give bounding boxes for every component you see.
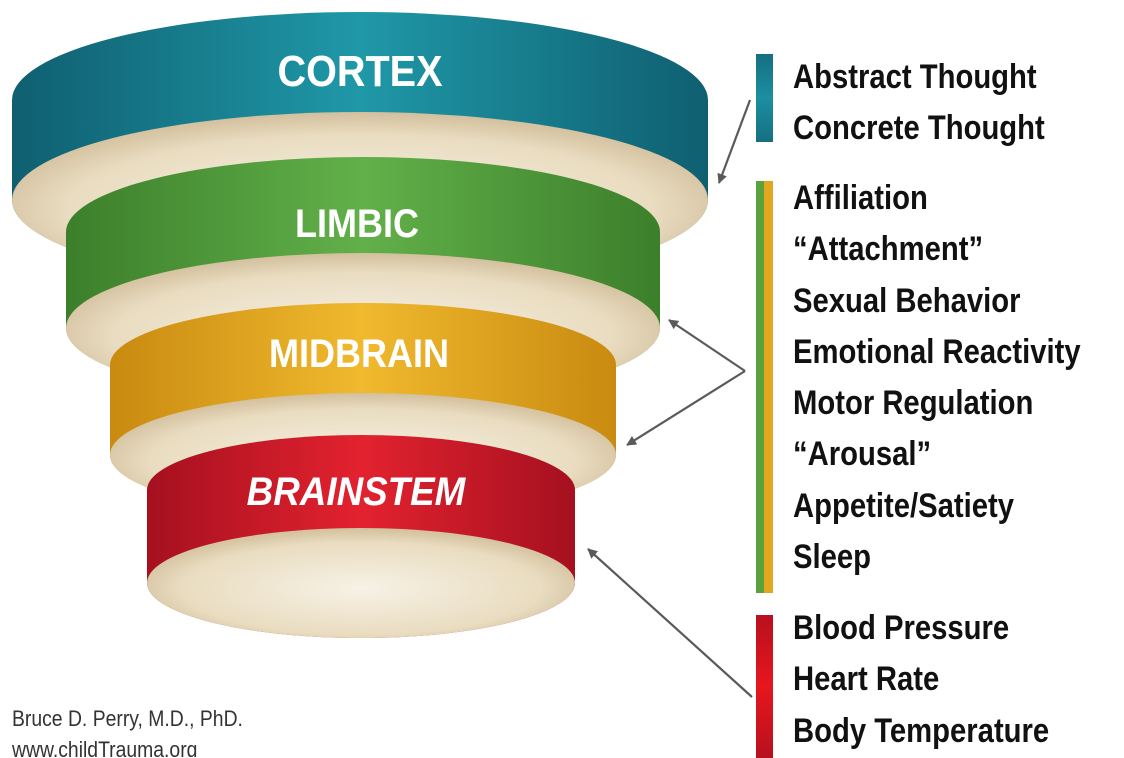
tier-label-brainstem: BRAINSTEM — [247, 470, 467, 515]
limbic-midbrain-color-bar — [756, 181, 773, 593]
cortex-color-bar — [756, 54, 773, 142]
arrow-cortex — [717, 99, 752, 184]
function-item: Concrete Thought — [793, 109, 1045, 148]
connector-arrows — [587, 99, 753, 698]
tier-label-limbic: LIMBIC — [295, 202, 419, 246]
brainstem-function-list: Blood Pressure Heart Rate Body Temperatu… — [793, 603, 1091, 757]
function-item: “Arousal” — [793, 435, 932, 474]
function-item: Appetite/Satiety — [793, 486, 1014, 525]
arrow-limbic — [668, 319, 746, 372]
tier-brainstem: BRAINSTEM — [147, 435, 575, 638]
arrow-brainstem — [587, 548, 753, 698]
function-item: Sexual Behavior — [793, 281, 1021, 320]
function-item: “Attachment” — [793, 230, 984, 269]
cortex-function-list: Abstract Thought Concrete Thought — [793, 52, 1086, 155]
tier-label-midbrain: MIDBRAIN — [269, 332, 449, 376]
arrow-midbrain — [626, 370, 746, 446]
tier-label-cortex: CORTEX — [278, 46, 443, 95]
function-item: Affiliation — [793, 179, 928, 217]
function-item: Abstract Thought — [793, 58, 1037, 96]
function-item: Sleep — [793, 538, 872, 577]
limbic-midbrain-function-list: Affiliation “Attachment” Sexual Behavior… — [793, 173, 1124, 583]
function-item: Blood Pressure — [793, 609, 1010, 647]
credit-website: www.childTrauma.org — [12, 737, 198, 757]
brainstem-color-bar — [756, 615, 773, 758]
function-item: Body Temperature — [793, 711, 1050, 750]
function-item: Heart Rate — [793, 660, 940, 699]
function-item: Emotional Reactivity — [793, 332, 1081, 371]
function-item: Motor Regulation — [793, 384, 1034, 423]
credit-author: Bruce D. Perry, M.D., PhD. — [12, 706, 243, 731]
